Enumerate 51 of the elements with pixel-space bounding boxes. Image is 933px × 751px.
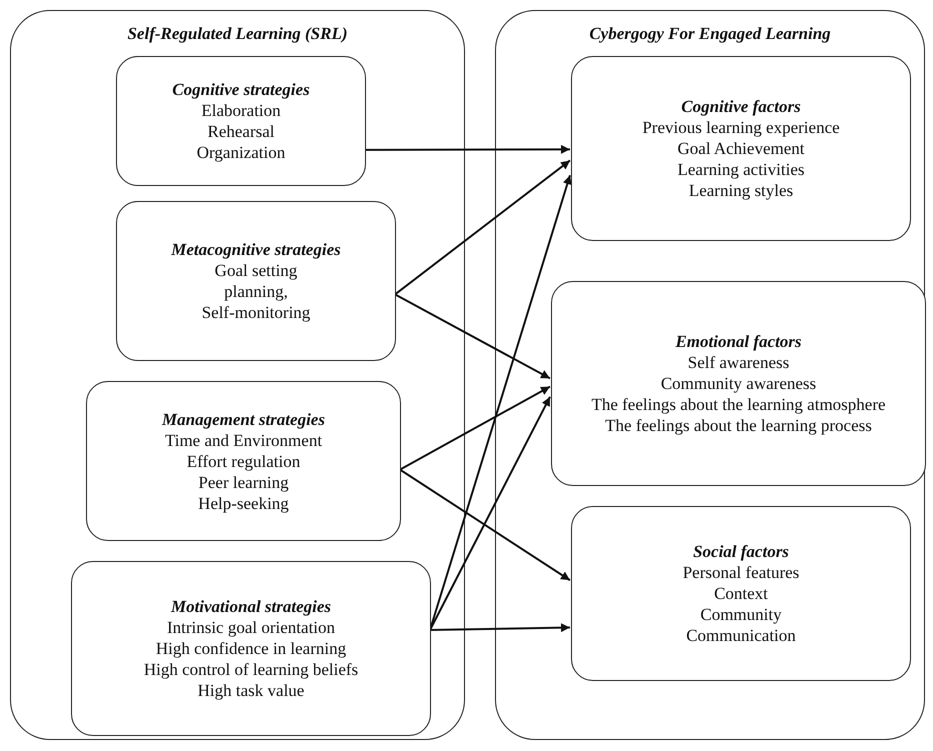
list-item: Help-seeking	[198, 492, 289, 514]
list-item: Community awareness	[660, 373, 816, 394]
panel-title: Self-Regulated Learning (SRL)	[126, 23, 349, 44]
list-item: Peer learning	[198, 472, 289, 492]
arrow	[430, 623, 570, 632]
list-item: planning,	[224, 281, 288, 302]
strategy-box	[86, 381, 401, 541]
strategy-box	[71, 561, 431, 736]
factor-box	[571, 506, 911, 681]
arrow	[394, 294, 550, 380]
list-item: Goal Achievement	[678, 138, 804, 159]
factor-box	[551, 281, 926, 486]
list-item: High confidence in learning	[156, 638, 346, 659]
list-item: Elaboration	[201, 100, 281, 121]
list-item: High task value	[198, 680, 304, 701]
panel-title: Cybergogy For Engaged Learning	[588, 23, 832, 44]
list-item: Self-monitoring	[202, 302, 310, 323]
box-heading: Cognitive factors	[681, 96, 801, 117]
box-heading: Management strategies	[162, 408, 325, 430]
list-item: Previous learning experience	[642, 117, 840, 138]
arrow	[365, 144, 570, 154]
arrow	[429, 396, 551, 630]
list-item: Rehearsal	[207, 121, 275, 142]
strategy-box	[116, 56, 366, 186]
list-item: Community	[700, 604, 782, 625]
list-item: The feelings about the learning atmosphere	[591, 394, 886, 415]
strategy-box	[116, 201, 396, 361]
box-heading: Cognitive strategies	[172, 79, 310, 100]
factor-box	[571, 56, 911, 241]
list-item: Context	[714, 583, 768, 604]
group-panel	[10, 10, 465, 740]
box-heading: Emotional factors	[675, 331, 802, 352]
list-item: Time and Environment	[164, 430, 322, 450]
list-item: Learning styles	[688, 180, 794, 201]
list-item: Communication	[686, 625, 796, 646]
arrow	[400, 386, 550, 470]
list-item: Intrinsic goal orientation	[166, 617, 336, 638]
box-heading: Motivational strategies	[170, 596, 332, 617]
arrow	[399, 468, 571, 582]
list-item: Personal features	[682, 562, 800, 583]
list-item: High control of learning beliefs	[144, 659, 358, 680]
list-item: Self awareness	[688, 352, 790, 373]
box-heading: Social factors	[693, 541, 789, 562]
group-panel	[495, 10, 925, 740]
list-item: The feelings about the learning process	[605, 415, 872, 436]
box-heading: Metacognitive strategies	[171, 239, 341, 260]
list-item: Goal setting	[214, 260, 298, 281]
list-item: Organization	[196, 142, 286, 163]
list-item: Effort regulation	[186, 450, 300, 472]
list-item: Learning activities	[678, 159, 804, 180]
arrow	[394, 160, 571, 296]
